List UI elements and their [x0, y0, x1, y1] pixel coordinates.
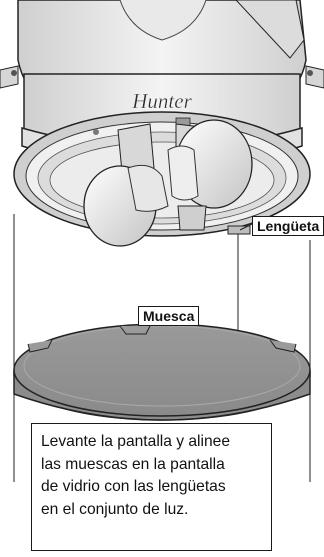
- light-kit-body: Hunter: [14, 74, 310, 236]
- caption-line: Levante la pantalla y alinee: [41, 431, 266, 454]
- bulb-right: [168, 120, 252, 208]
- caption-line: de vidrio con las lengüetas: [41, 476, 266, 499]
- caption-line: en el conjunto de luz.: [41, 499, 266, 522]
- instruction-caption: Levante la pantalla y alinee las muescas…: [31, 423, 272, 551]
- notch-callout-label: Muesca: [138, 306, 199, 326]
- tab-callout-label: Lengüeta: [252, 216, 324, 236]
- glass-shade: [14, 324, 310, 420]
- hunter-logo: Hunter: [131, 89, 192, 113]
- caption-line: las muescas en la pantalla: [41, 454, 266, 477]
